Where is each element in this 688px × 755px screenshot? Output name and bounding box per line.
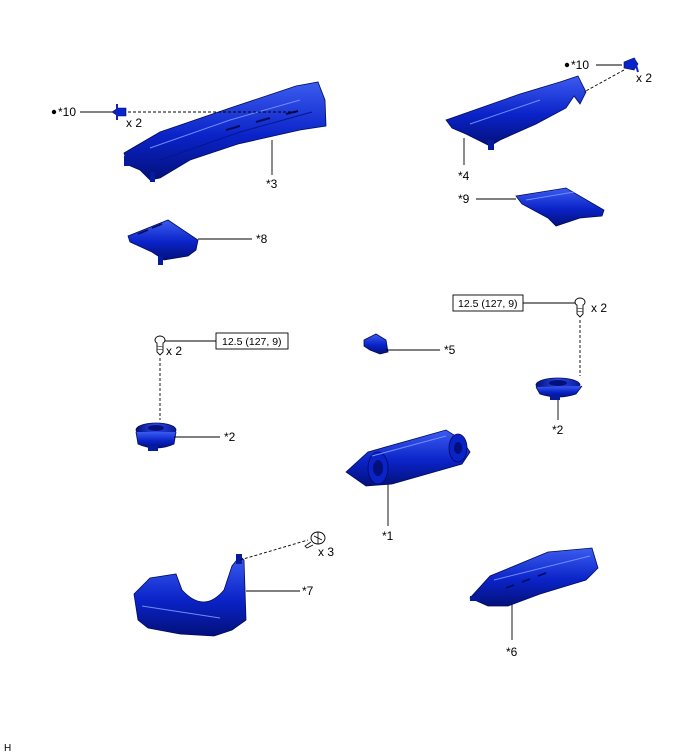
qty-bolt-left: x 2	[166, 344, 182, 358]
bolt-icon-right	[574, 297, 586, 318]
qty-screw: x 3	[318, 545, 334, 559]
qty-clip-left: x 2	[126, 116, 142, 130]
cover-panel-part-9	[515, 187, 605, 227]
clip-icon-left	[111, 104, 127, 120]
dashed-guide-screw	[239, 539, 309, 561]
switch-assembly-part-6	[469, 547, 599, 607]
label-part-2-right: *2	[552, 423, 564, 437]
upper-column-cover-part-3	[123, 81, 327, 182]
small-piece-part-5	[363, 333, 389, 355]
screw-icon	[304, 531, 326, 549]
torque-value-left: 12.5 (127, 9)	[222, 336, 282, 348]
label-part-8: *8	[256, 232, 268, 246]
qty-clip-right: x 2	[636, 71, 652, 85]
torque-box-left	[215, 332, 289, 350]
cover-panel-part-8	[127, 219, 199, 265]
label-part-4: *4	[458, 169, 470, 183]
label-part-2-left: *2	[224, 430, 236, 444]
dot-marker-left	[51, 109, 57, 115]
column-assembly-part-1	[345, 429, 471, 487]
dot-marker-right	[564, 62, 570, 68]
clip-icon-right	[623, 57, 639, 73]
label-part-10-right: *10	[571, 58, 589, 72]
label-part-10-left: *10	[58, 105, 76, 119]
label-part-9: *9	[458, 192, 470, 206]
lower-column-cover-part-7	[133, 554, 247, 637]
column-cover-part-4	[445, 75, 587, 150]
label-part-5: *5	[444, 343, 456, 357]
corner-mark: H	[4, 743, 11, 754]
bolt-icon-left	[154, 335, 166, 356]
bracket-part-2-right	[535, 377, 583, 400]
label-part-1: *1	[382, 529, 394, 543]
label-part-6: *6	[506, 645, 518, 659]
torque-value-right: 12.5 (127, 9)	[458, 298, 518, 310]
bracket-part-2-left	[135, 422, 177, 451]
dashed-guide-clip-right	[583, 69, 625, 93]
label-part-7: *7	[302, 584, 314, 598]
label-part-3: *3	[266, 177, 278, 191]
qty-bolt-right: x 2	[591, 301, 607, 315]
